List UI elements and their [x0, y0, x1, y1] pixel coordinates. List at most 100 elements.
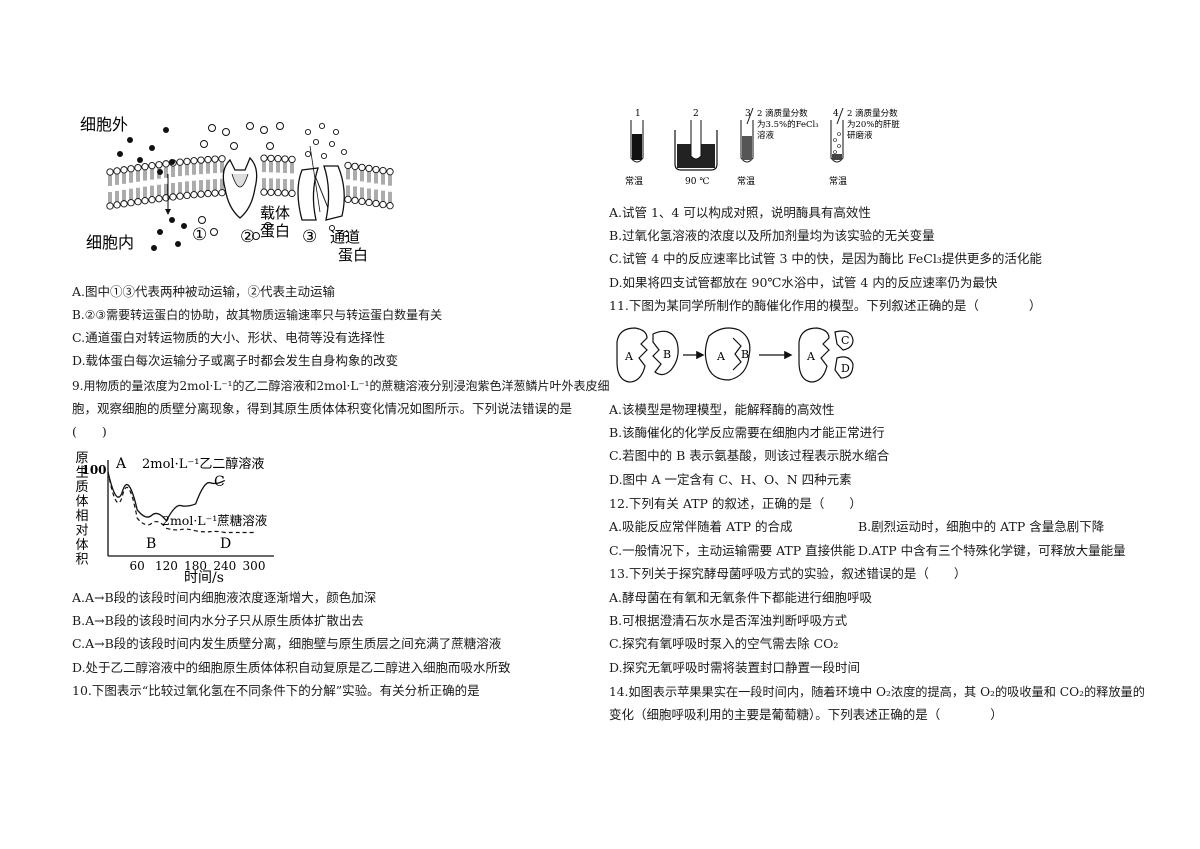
enzyme-a-shape-1 [616, 327, 648, 383]
series-ethylene-glycol [107, 471, 226, 522]
hollow-molecules [198, 122, 284, 240]
label-channel-a: 通道 [330, 228, 360, 246]
q12-option-c: C.一般情况下，主动运输需要 ATP 直接供能 [609, 543, 856, 558]
q11-stem: 11.下图为某同学所制作的酶催化作用的模型。下列叙述正确的是（ ） [609, 298, 1042, 313]
product-d-shape [834, 356, 854, 379]
membrane-transport-figure: 细胞外 细胞内 ① ② 载体 蛋白 ③ 通道 蛋白 [80, 115, 394, 264]
label-1: ① [192, 225, 207, 245]
tube-3 [740, 120, 754, 163]
enzyme-label-a-3: A [806, 350, 816, 363]
label-outside: 细胞外 [80, 115, 128, 134]
q8-option-b: B.②③需要转运蛋白的协助，故其物质运输速率只与转运蛋白数量有关 [72, 308, 443, 322]
q9-option-b: B.A→B段的该段时间内水分子只从原生质体扩散出去 [72, 613, 364, 628]
point-label-a: A [115, 456, 127, 472]
q12-option-d: D.ATP 中含有三个特殊化学键，可释放大量能量 [858, 543, 1126, 558]
q12-option-a: A.吸能反应常伴随着 ATP 的合成 [609, 519, 793, 534]
ylabel-char: 原 [75, 451, 88, 466]
tube-4 [830, 120, 844, 163]
x-tick-label: 300 [243, 559, 266, 573]
q8-option-d: D.载体蛋白每次运输分子或离子时都会发生自身构象的改变 [72, 353, 399, 368]
q10-option-d: D.如果将四支试管都放在 90℃水浴中，试管 4 内的反应速率仍为最快 [609, 275, 998, 290]
point-label-b: B [146, 536, 156, 552]
q8-option-c: C.通道蛋白对转运物质的大小、形状、电荷等没有选择性 [72, 330, 386, 345]
phospholipid-heads-bottom [106, 188, 394, 210]
q9-paren: ( ) [72, 424, 107, 439]
q10-option-b: B.过氧化氢溶液的浓度以及所加剂量均为该实验的无关变量 [609, 228, 935, 243]
q9-option-a: A.A→B段的该段时间内细胞液浓度逐渐增大，颜色加深 [72, 590, 377, 605]
ylabel-char: 体 [75, 538, 88, 553]
q13-option-b: B.可根据澄清石灰水是否浑浊判断呼吸方式 [609, 613, 848, 628]
q9-option-d: D.处于乙二醇溶液中的细胞原生质体体积自动复原是乙二醇进入细胞而吸水所致 [72, 660, 511, 675]
tube-3-note-1: 2 滴质量分数 [757, 108, 808, 119]
tube-1 [630, 120, 644, 163]
q12-stem: 12.下列有关 ATP 的叙述，正确的是（ ） [609, 496, 862, 511]
series-sucrose [107, 471, 254, 534]
point-label-d: D [220, 536, 231, 552]
tube-4-note-2: 为20%的肝脏 [847, 119, 900, 130]
tube-3-number: 3 [745, 109, 751, 119]
tube-4-condition: 常温 [829, 175, 847, 187]
phospholipid-heads-top [106, 154, 394, 176]
enzyme-label-b-1: B [663, 348, 671, 361]
q11-option-a: A.该模型是物理模型，能解释酶的高效性 [609, 402, 835, 417]
q10-stem: 10.下图表示“比较过氧化氢在不同条件下的分解”实验。有关分析正确的是 [72, 683, 480, 698]
enzyme-label-d: D [841, 362, 850, 375]
chart-xlabel: 时间/s [184, 570, 224, 586]
q13-option-d: D.探究无氧呼吸时需将装置封口静置一段时间 [609, 660, 861, 675]
q10-option-a: A.试管 1、4 可以构成对照，说明酶具有高效性 [609, 205, 871, 220]
label-inside: 细胞内 [86, 233, 134, 252]
small-hollow-molecules [304, 122, 350, 238]
tube-4-number: 4 [833, 109, 839, 119]
ylabel-char: 积 [75, 553, 88, 568]
x-tick-label: 120 [155, 559, 178, 573]
channel-protein [297, 167, 319, 221]
ylabel-char: 质 [75, 480, 88, 495]
label-carrier-a: 载体 [260, 204, 290, 222]
x-tick-label: 60 [130, 559, 145, 573]
enzyme-label-b-2: B [741, 348, 749, 361]
y-tick-100: 100 [81, 463, 106, 477]
enzyme-a-shape-2 [798, 327, 830, 383]
ylabel-char: 生 [75, 466, 88, 481]
product-c-shape [834, 330, 854, 351]
tube-1-condition: 常温 [625, 175, 643, 187]
q9-stem-2: 胞，观察细胞的质壁分离现象，得到其原生质体体积变化情况如图所示。下列说法错误的是 [72, 401, 573, 416]
tube-3-note-3: 溶液 [757, 130, 775, 141]
q8-option-a: A.图中①③代表两种被动运输，②代表主动运输 [72, 284, 336, 299]
q14-stem-2: 变化（细胞呼吸利用的主要是葡萄糖）。下列表述正确的是（ ） [609, 707, 1003, 722]
enzyme-label-c: C [841, 334, 849, 347]
ylabel-char: 对 [75, 524, 88, 539]
point-label-c: C [214, 474, 225, 490]
label-3: ③ [302, 227, 317, 247]
label-2: ② [240, 227, 255, 247]
q11-option-c: C.若图中的 B 表示氨基酸，则该过程表示脱水缩合 [609, 448, 890, 463]
q11-option-d: D.图中 A 一定含有 C、H、O、N 四种元素 [609, 472, 852, 487]
series2-label: 2mol·L⁻¹蔗糖溶液 [162, 513, 268, 528]
label-channel-b: 蛋白 [338, 246, 368, 264]
tube-4-note-1: 2 滴质量分数 [847, 108, 898, 119]
q14-stem-1: 14.如图表示苹果果实在一段时间内，随着环境中 O₂浓度的提高，其 O₂的吸收量… [609, 685, 1145, 699]
carrier-protein [222, 156, 258, 219]
series1-label: 2mol·L⁻¹乙二醇溶液 [142, 456, 264, 472]
q13-option-c: C.探究有氧呼吸时泵入的空气需去除 CO₂ [609, 636, 839, 651]
tube-2-number: 2 [693, 109, 699, 119]
complex-shape [704, 327, 751, 381]
tube-2-condition: 90 ℃ [685, 177, 709, 187]
ylabel-char: 体 [75, 495, 88, 510]
x-tick-label: 180 [184, 559, 207, 573]
q11-option-b: B.该酶催化的化学反应需要在细胞内才能正常进行 [609, 425, 885, 440]
q9-option-c: C.A→B段的该段时间内发生质壁分离，细胞壁与原生质层之间充满了蔗糖溶液 [72, 636, 502, 651]
tube-1-number: 1 [635, 109, 641, 119]
q13-option-a: A.酵母菌在有氧和无氧条件下都能进行细胞呼吸 [609, 590, 873, 605]
beaker-2 [674, 130, 718, 171]
enzyme-label-a-2: A [716, 350, 726, 363]
enzyme-model-figure: A B A B A C D [616, 327, 854, 383]
q9-stem-1: 9.用物质的量浓度为2mol·L⁻¹的乙二醇溶液和2mol·L⁻¹的蔗糖溶液分别… [72, 379, 610, 393]
solid-molecules [117, 127, 187, 251]
enzyme-label-a-1: A [624, 350, 634, 363]
q10-option-c: C.试管 4 中的反应速率比试管 3 中的快，是因为酶比 FeCl₃提供更多的活… [609, 251, 1042, 266]
q13-stem: 13.下列关于探究酵母菌呼吸方式的实验，叙述错误的是（ ） [609, 566, 967, 581]
